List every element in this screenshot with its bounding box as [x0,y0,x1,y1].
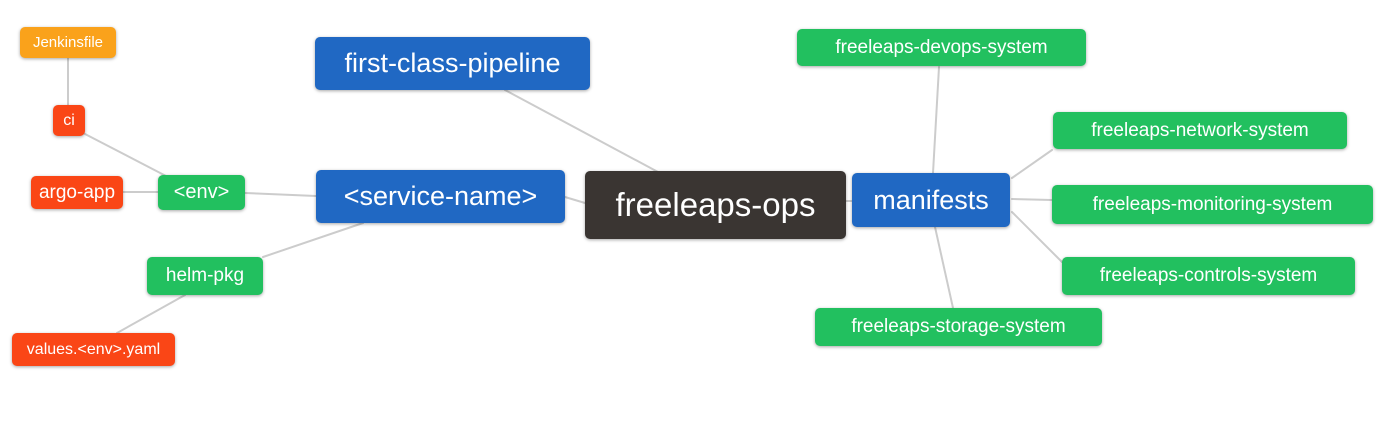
node-ci[interactable]: ci [53,105,85,136]
node-devops-system[interactable]: freeleaps-devops-system [797,29,1086,66]
edge-env-service-name [244,192,317,197]
edge-manifests-devops-system [932,66,940,174]
node-manifests[interactable]: manifests [852,173,1010,227]
edge-service-name-freeleaps-ops [564,196,586,204]
edge-ci-env [84,133,167,177]
edge-values-env-yaml-helm-pkg [116,294,186,334]
node-monitoring-system[interactable]: freeleaps-monitoring-system [1052,185,1373,224]
node-env[interactable]: <env> [158,175,245,210]
node-values-env-yaml[interactable]: values.<env>.yaml [12,333,175,366]
node-freeleaps-ops[interactable]: freeleaps-ops [585,171,846,239]
node-network-system[interactable]: freeleaps-network-system [1053,112,1347,149]
edge-manifests-network-system [1011,149,1053,179]
node-storage-system[interactable]: freeleaps-storage-system [815,308,1102,346]
node-first-class-pipeline[interactable]: first-class-pipeline [315,37,590,90]
edge-manifests-monitoring-system [1011,198,1053,201]
edge-helm-pkg-service-name [262,222,364,258]
node-jenkinsfile[interactable]: Jenkinsfile [20,27,116,58]
edge-manifests-storage-system [934,226,954,309]
edge-manifests-controls-system [1011,211,1063,263]
node-helm-pkg[interactable]: helm-pkg [147,257,263,295]
node-argo-app[interactable]: argo-app [31,176,123,209]
edge-first-class-pipeline-freeleaps-ops [504,89,659,173]
node-controls-system[interactable]: freeleaps-controls-system [1062,257,1355,295]
node-service-name[interactable]: <service-name> [316,170,565,223]
